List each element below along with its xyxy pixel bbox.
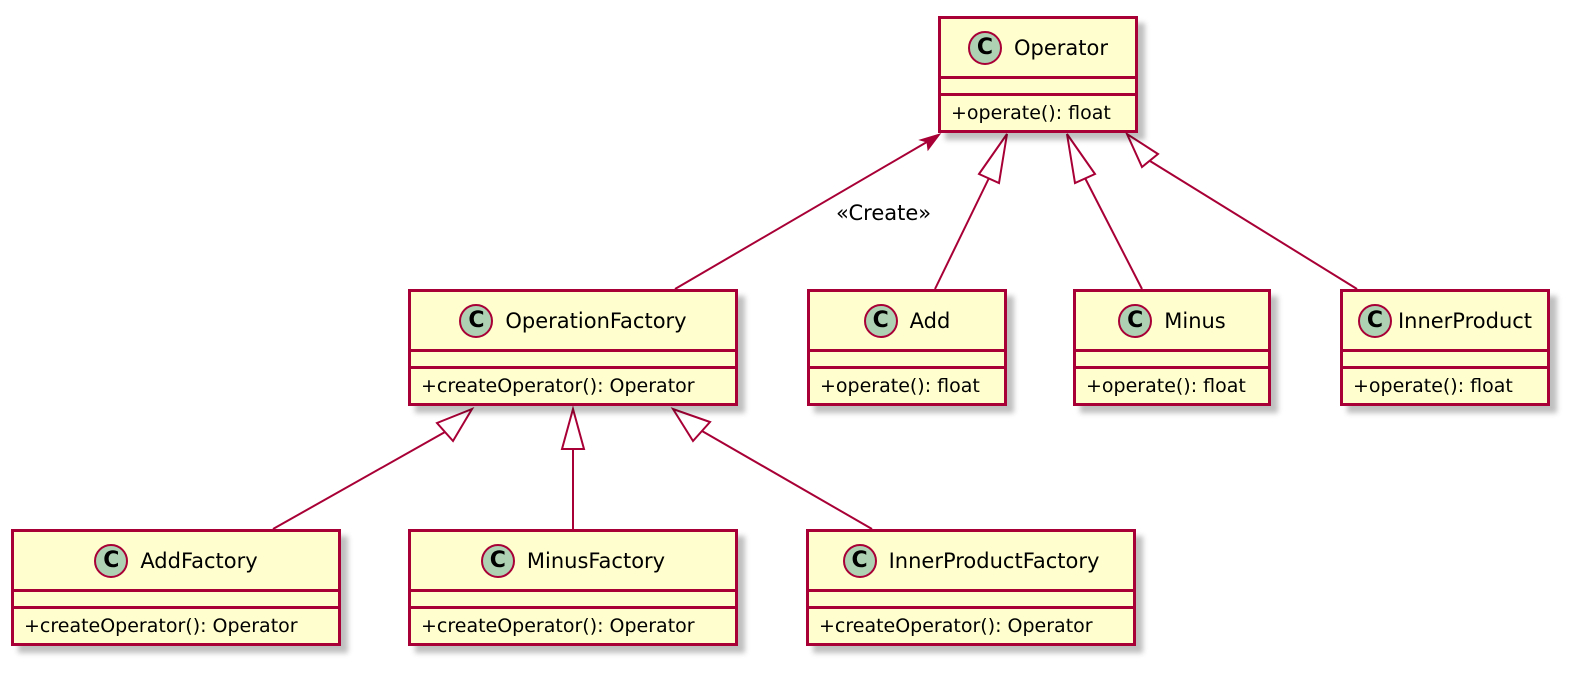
inner-product-factory-inherits-arrowhead (670, 407, 712, 443)
add-class-header: C Add (810, 292, 1004, 352)
minus-inherits-arrowhead (1066, 133, 1097, 185)
minus-method: +operate(): float (1086, 375, 1246, 397)
operator-method: +operate(): float (951, 102, 1111, 124)
class-badge-icon: C (1357, 303, 1392, 338)
create-dependency-line (674, 138, 933, 290)
minus-factory-class-name: MinusFactory (526, 548, 666, 573)
minus-factory-fields-section (411, 592, 735, 609)
class-badge-icon: C (459, 303, 494, 338)
class-badge-icon: C (94, 543, 129, 578)
create-stereotype-label: «Create» (836, 201, 932, 225)
inner-product-factory-class-header: C InnerProductFactory (809, 532, 1133, 592)
operation-factory-fields-section (411, 352, 735, 369)
operation-factory-class-header: C OperationFactory (411, 292, 735, 352)
inner-product-factory-method: +createOperator(): Operator (819, 615, 1093, 637)
inner-product-class-name: InnerProduct (1397, 308, 1533, 333)
class-badge-icon: C (968, 30, 1002, 65)
add-fields-section (810, 352, 1004, 369)
add-method: +operate(): float (820, 375, 980, 397)
add-class-name: Add (909, 308, 951, 333)
minus-class-header: C Minus (1076, 292, 1268, 352)
class-badge-icon: C (842, 543, 877, 578)
operation-factory-class-name: OperationFactory (505, 308, 687, 333)
inner-product-inherits-line (1149, 160, 1358, 290)
minus-inherits-line (1084, 177, 1143, 290)
inner-product-factory-class-name: InnerProductFactory (888, 548, 1100, 573)
inner-product-class-header: C InnerProduct (1343, 292, 1547, 352)
inner-product-fields-section (1343, 352, 1547, 369)
inner-product-method: +operate(): float (1353, 375, 1513, 397)
operation-factory-method: +createOperator(): Operator (421, 375, 695, 397)
add-factory-inherits-arrowhead (435, 406, 475, 443)
inner-product-factory-fields-section (809, 592, 1133, 609)
operator-class[interactable]: C Operator +operate(): float (938, 16, 1138, 133)
operator-class-name: Operator (1014, 35, 1108, 60)
minus-factory-inherits-arrowhead (560, 405, 586, 450)
class-badge-icon: C (480, 543, 515, 578)
add-class[interactable]: C Add +operate(): float (807, 289, 1007, 406)
add-factory-inherits-line (272, 431, 446, 530)
inner-product-class[interactable]: C InnerProduct +operate(): float (1340, 289, 1550, 406)
minus-class[interactable]: C Minus +operate(): float (1073, 289, 1271, 406)
minus-fields-section (1076, 352, 1268, 369)
add-factory-class[interactable]: C AddFactory +createOperator(): Operator (11, 529, 341, 646)
class-badge-icon: C (863, 303, 898, 338)
minus-factory-method: +createOperator(): Operator (421, 615, 695, 637)
operator-class-header: C Operator (941, 19, 1135, 79)
class-badge-icon: C (1118, 303, 1153, 338)
add-factory-method: +createOperator(): Operator (24, 615, 298, 637)
create-dependency-arrowhead (918, 133, 942, 152)
operator-fields-section (941, 79, 1135, 96)
add-factory-class-name: AddFactory (140, 548, 258, 573)
add-inherits-line (934, 177, 990, 290)
inner-product-factory-inherits-line (701, 430, 873, 530)
inner-product-factory-class[interactable]: C InnerProductFactory +createOperator():… (806, 529, 1136, 646)
minus-class-name: Minus (1164, 308, 1226, 333)
minus-factory-class[interactable]: C MinusFactory +createOperator(): Operat… (408, 529, 738, 646)
operation-factory-class[interactable]: C OperationFactory +createOperator(): Op… (408, 289, 738, 406)
minus-factory-class-header: C MinusFactory (411, 532, 735, 592)
add-inherits-arrowhead (977, 133, 1008, 185)
inner-product-inherits-arrowhead (1124, 131, 1160, 169)
add-factory-class-header: C AddFactory (14, 532, 338, 592)
add-factory-fields-section (14, 592, 338, 609)
